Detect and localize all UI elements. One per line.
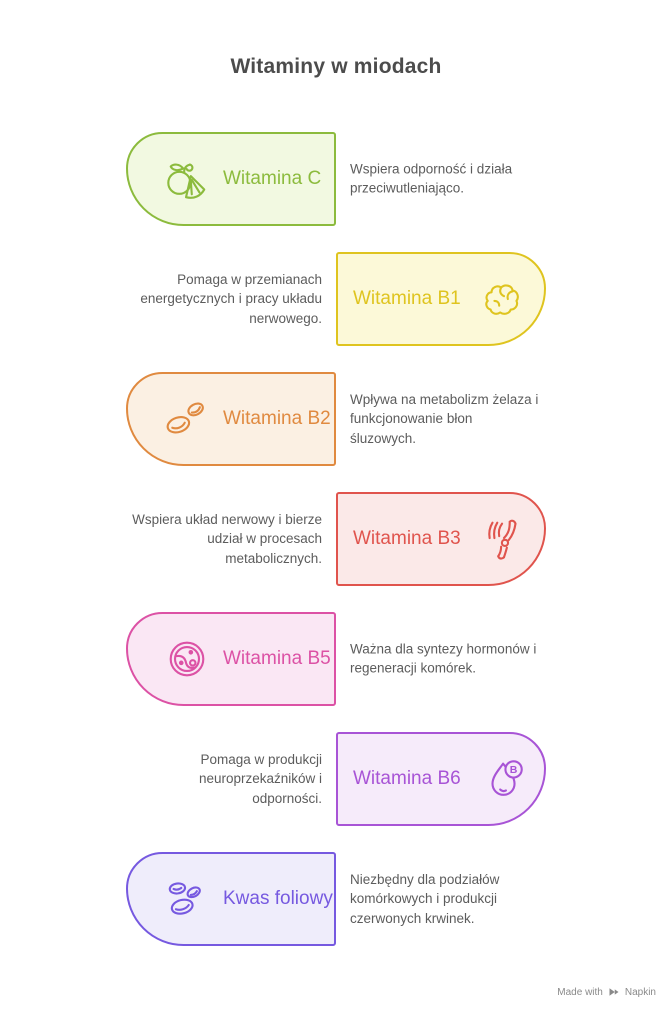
witamina-c-label: Witamina C	[223, 168, 322, 189]
witamina-b5-description: Ważna dla syntezy hormonów i regeneracji…	[350, 641, 537, 676]
svg-text:B: B	[510, 764, 518, 776]
row-witamina-b1: Pomaga w przemianach energetycznych i pr…	[0, 252, 672, 346]
witamina-b2-card: Witamina B2	[126, 372, 336, 466]
red-blood-cells-icon	[164, 396, 210, 442]
citrus-fruit-icon	[164, 156, 210, 202]
brain-icon	[481, 276, 527, 322]
witamina-b3-label: Witamina B3	[353, 528, 461, 549]
row-witamina-c: Witamina C Wspiera odporność i działa pr…	[0, 132, 672, 226]
witamina-b3-description: Wspiera układ nerwowy i bierze udział w …	[132, 511, 322, 566]
witamina-b5-label: Witamina B5	[223, 648, 331, 669]
witamina-b5-card: Witamina B5	[126, 612, 336, 706]
witamina-b6-label: Witamina B6	[353, 768, 461, 789]
witamina-b6-card: Witamina B6 B	[336, 732, 546, 826]
blood-cells-icon	[164, 876, 210, 922]
kwas-foliowy-description: Niezbędny dla podziałów komórkowych i pr…	[350, 871, 500, 926]
witamina-b1-label: Witamina B1	[353, 288, 461, 309]
witamina-b6-description: Pomaga w produkcji neuroprzekaźników i o…	[198, 751, 322, 806]
row-witamina-b5: Witamina B5 Ważna dla syntezy hormonów i…	[0, 612, 672, 706]
cell-icon	[164, 636, 210, 682]
row-witamina-b2: Witamina B2 Wpływa na metabolizm żelaza …	[0, 372, 672, 466]
witamina-b2-label: Witamina B2	[223, 408, 331, 429]
page-title: Witaminy w miodach	[230, 55, 442, 78]
row-witamina-b3: Wspiera układ nerwowy i bierze udział w …	[0, 492, 672, 586]
napkin-brand-text: Napkin	[624, 986, 656, 998]
witamina-b1-card: Witamina B1	[336, 252, 546, 346]
witamina-b1-description: Pomaga w przemianach energetycznych i pr…	[140, 271, 322, 326]
droplet-b-icon: B	[481, 756, 527, 802]
kwas-foliowy-label: Kwas foliowy	[223, 888, 333, 909]
witamina-c-description: Wspiera odporność i działa przeciwutleni…	[350, 161, 513, 196]
witamina-c-card: Witamina C	[126, 132, 336, 226]
witamina-b2-description: Wpływa na metabolizm żelaza i funkcjonow…	[350, 391, 539, 446]
kwas-foliowy-card: Kwas foliowy	[126, 852, 336, 946]
witamina-b3-card: Witamina B3	[336, 492, 546, 586]
row-witamina-b6: Pomaga w produkcji neuroprzekaźników i o…	[0, 732, 672, 826]
made-with-napkin[interactable]: Made with Napkin	[557, 986, 656, 998]
napkin-logo-icon	[609, 988, 619, 996]
made-with-text: Made with	[557, 986, 603, 998]
knee-joint-icon	[481, 516, 527, 562]
row-kwas-foliowy: Kwas foliowy Niezbędny dla podziałów kom…	[0, 852, 672, 946]
